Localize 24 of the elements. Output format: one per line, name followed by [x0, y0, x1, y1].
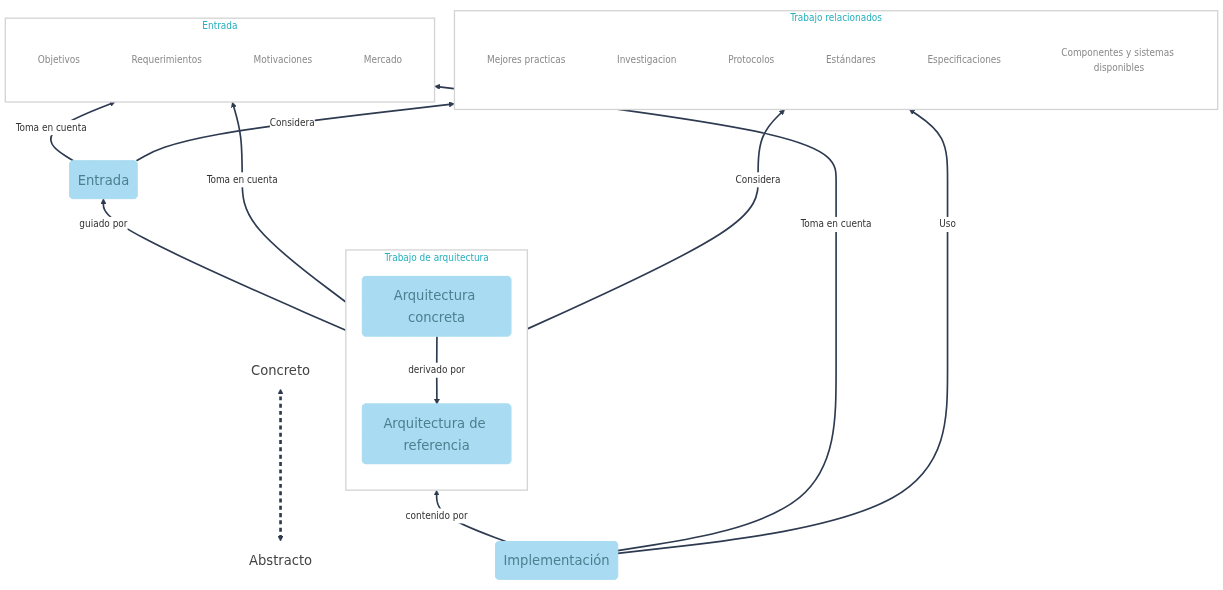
edge-label: Toma en cuenta: [15, 121, 87, 134]
arrow: [135, 101, 455, 162]
arrow: [277, 388, 284, 542]
edge-label: Considera: [269, 116, 315, 129]
node-text: Componentes y sistemas disponibles: [1061, 46, 1174, 74]
edge-label: Considera: [735, 173, 781, 186]
edge-label: contenido por: [405, 509, 468, 522]
node-text: Abstracto: [249, 552, 313, 569]
edge-label: Uso: [939, 218, 956, 231]
edge-label: guiado por: [79, 218, 128, 231]
edge-label: derivado por: [408, 363, 466, 376]
node-text: Investigacion: [617, 53, 677, 66]
node-text: Objetivos: [37, 53, 80, 66]
node-text: Protocolos: [728, 53, 775, 66]
edge-label: Toma en cuenta: [206, 173, 278, 186]
node-text: Concreto: [251, 361, 311, 379]
node-text: Motivaciones: [253, 53, 313, 66]
node-text: Mercado: [363, 53, 403, 66]
arrow: [616, 109, 949, 555]
node-text: Mejores practicas: [486, 53, 566, 66]
edge-label: Toma en cuenta: [800, 218, 872, 231]
node-text: Especificaciones: [927, 53, 1002, 66]
node-text: Requerimientos: [131, 53, 202, 66]
node-text: Estándares: [825, 53, 876, 66]
